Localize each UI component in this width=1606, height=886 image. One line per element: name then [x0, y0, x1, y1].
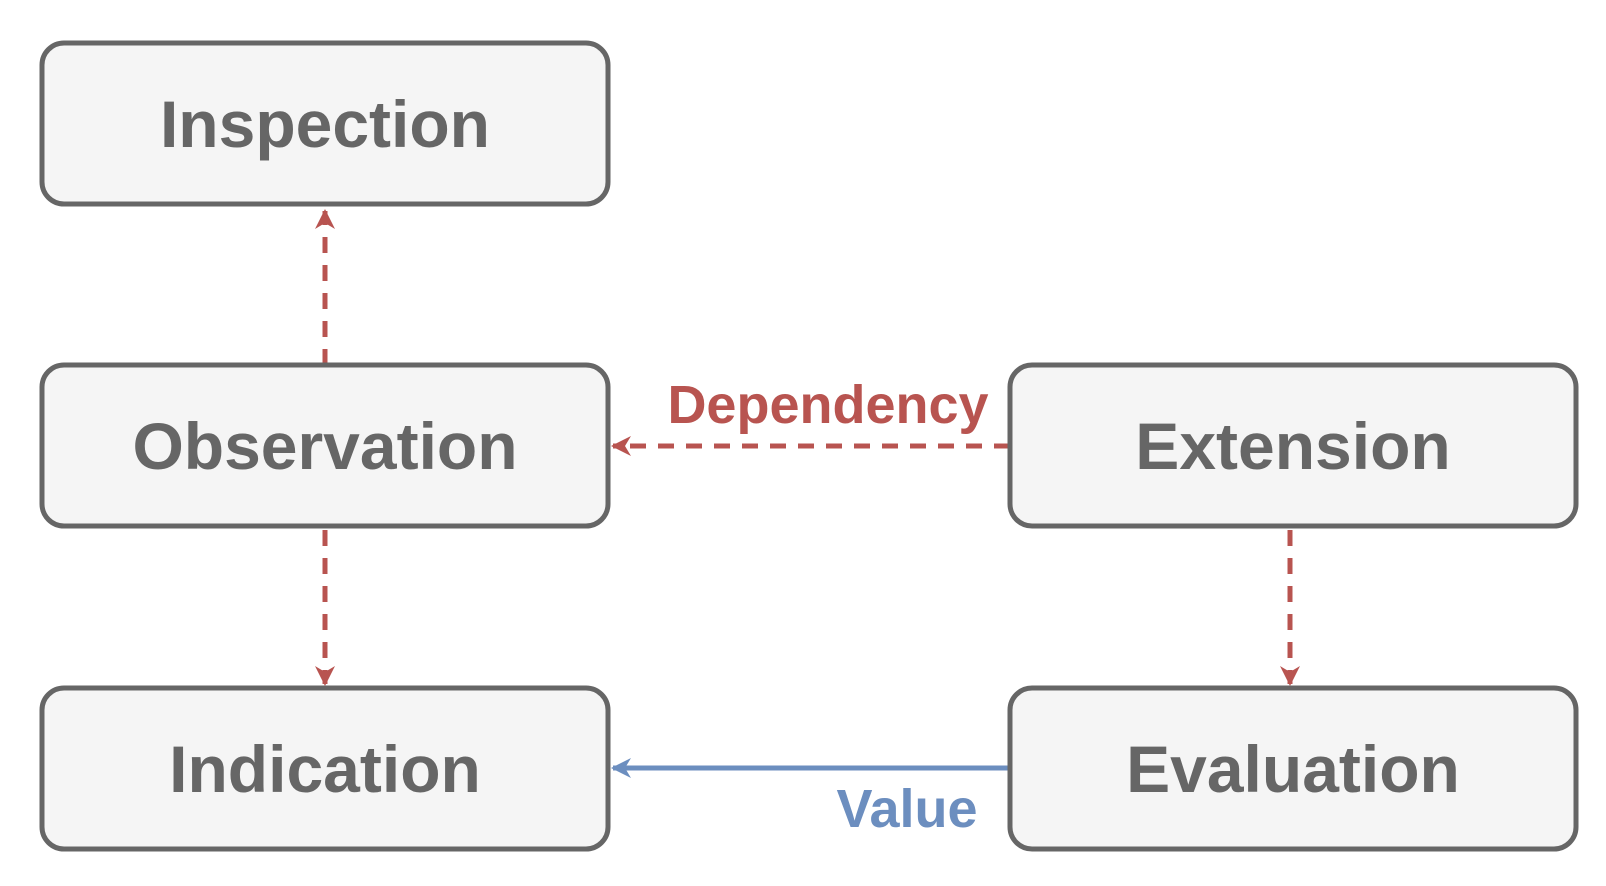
node-extension-label: Extension: [1135, 409, 1450, 483]
node-extension[interactable]: Extension: [1007, 362, 1579, 529]
node-observation-label: Observation: [132, 409, 517, 483]
value-label: Value: [836, 779, 977, 839]
node-evaluation-box: [1007, 685, 1579, 852]
node-evaluation-label: Evaluation: [1126, 732, 1460, 806]
node-extension-box: [1007, 362, 1579, 529]
dependency-label: Dependency: [667, 375, 988, 435]
node-observation-box: [39, 362, 611, 529]
node-evaluation[interactable]: Evaluation: [1007, 685, 1579, 852]
node-indication-box: [39, 685, 611, 852]
node-observation[interactable]: Observation: [39, 362, 611, 529]
node-inspection[interactable]: Inspection: [39, 40, 611, 207]
node-indication-label: Indication: [169, 732, 481, 806]
node-inspection-box: [39, 40, 611, 207]
node-indication[interactable]: Indication: [39, 685, 611, 852]
node-inspection-label: Inspection: [160, 87, 490, 161]
edges: [315, 209, 1300, 778]
